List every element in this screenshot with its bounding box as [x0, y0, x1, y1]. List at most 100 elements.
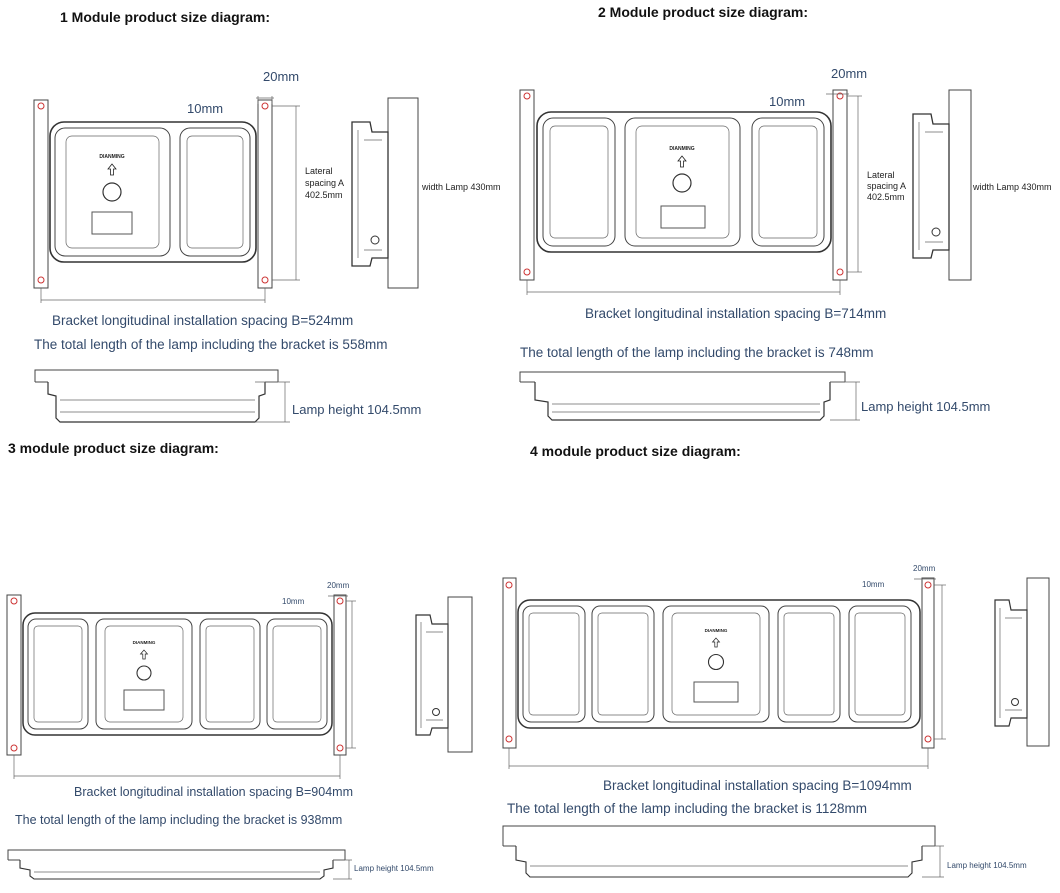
- mount-hole-icon: [523, 92, 531, 100]
- driver-module: [95, 618, 193, 730]
- arrow-up-icon: [677, 155, 687, 168]
- side-bracket: [387, 97, 419, 289]
- lamp-body-profile: [19, 860, 334, 880]
- module-1-section: 1 Module product size diagram: DIANMING: [33, 9, 501, 423]
- mount-hole-icon: [924, 581, 932, 589]
- total-length-label: The total length of the lamp including t…: [507, 801, 867, 816]
- mount-hole-icon: [336, 744, 344, 752]
- connector-icon: [432, 708, 440, 716]
- module-2-title: 2 Module product size diagram:: [598, 4, 808, 20]
- mount-hole-icon: [10, 597, 18, 605]
- lateral-label-line-3: 402.5mm: [305, 190, 343, 200]
- height-label: Lamp height 104.5mm: [354, 864, 434, 873]
- module-1-side-view: width Lamp 430mm: [351, 97, 501, 289]
- left-bracket: [6, 594, 22, 756]
- bracket-spacing-label: Bracket longitudinal installation spacin…: [585, 306, 886, 321]
- side-housing: [415, 614, 449, 736]
- module-1-bottom-view: Lamp height 104.5mm: [34, 369, 421, 423]
- mount-hole-icon: [37, 102, 45, 110]
- mount-hole-icon: [836, 268, 844, 276]
- sensor-icon: [672, 173, 692, 193]
- module-2-section: 2 Module product size diagram: DIANMING: [519, 4, 1052, 421]
- module-2-bottom-view: Lamp height 104.5mm: [519, 371, 990, 421]
- bracket-spacing-label: Bracket longitudinal installation spacin…: [52, 313, 353, 328]
- mount-hole-icon: [261, 276, 269, 284]
- height-label: Lamp height 104.5mm: [292, 402, 421, 417]
- label-plate: [660, 205, 706, 229]
- left-bracket: [502, 577, 517, 749]
- module-1-front-view: DIANMING 20mm 10mm Lateral spacing A 402…: [33, 69, 344, 303]
- width-label: width Lamp 430mm: [421, 182, 501, 192]
- module-4-title: 4 module product size diagram:: [530, 443, 741, 459]
- led-module: [542, 117, 616, 247]
- mount-hole-icon: [505, 581, 513, 589]
- left-bracket: [33, 99, 49, 289]
- width-label: width Lamp 430mm: [972, 182, 1052, 192]
- sensor-icon: [102, 182, 122, 202]
- gap-label: 10mm: [862, 580, 885, 589]
- driver-module: [662, 605, 770, 723]
- brand-logo: DIANMING: [99, 154, 124, 160]
- led-module: [522, 605, 586, 723]
- label-plate: [123, 689, 165, 711]
- module-3-bottom-view: Lamp height 104.5mm: [7, 849, 434, 880]
- side-bracket: [1026, 577, 1050, 747]
- bracket-width-label: 20mm: [327, 581, 350, 590]
- right-bracket: [257, 99, 273, 289]
- mount-hole-icon: [10, 744, 18, 752]
- mount-hole-icon: [37, 276, 45, 284]
- module-2-side-view: width Lamp 430mm: [912, 89, 1052, 281]
- gap-label: 10mm: [769, 94, 805, 109]
- bracket-spacing-label: Bracket longitudinal installation spacin…: [603, 778, 912, 793]
- sensor-icon: [136, 665, 152, 681]
- right-bracket: [832, 89, 848, 281]
- total-length-label: The total length of the lamp including t…: [520, 345, 873, 360]
- brand-logo: DIANMING: [669, 146, 694, 152]
- total-length-label: The total length of the lamp including t…: [15, 813, 342, 827]
- mount-hole-icon: [836, 92, 844, 100]
- led-module: [199, 618, 261, 730]
- height-label: Lamp height 104.5mm: [947, 861, 1027, 870]
- module-3-side-view: [415, 596, 473, 753]
- brand-logo: DIANMING: [133, 640, 156, 645]
- lateral-label-line-1: Lateral: [305, 166, 333, 176]
- left-bracket: [519, 89, 535, 281]
- lateral-label-line-1: Lateral: [867, 170, 895, 180]
- connector-icon: [1011, 698, 1019, 706]
- brand-logo: DIANMING: [705, 628, 728, 633]
- module-1-title: 1 Module product size diagram:: [60, 9, 270, 25]
- led-module: [591, 605, 655, 723]
- module-2-front-view: DIANMING 20mm 10mm Lateral spacing A 402…: [519, 66, 906, 295]
- led-module: [179, 127, 251, 257]
- bracket-width-label: 20mm: [263, 69, 299, 84]
- driver-module: [54, 127, 171, 257]
- mount-hole-icon: [924, 735, 932, 743]
- module-3-section: 3 module product size diagram: DIANMING: [6, 440, 473, 880]
- arrow-up-icon: [139, 649, 149, 660]
- right-bracket: [921, 577, 935, 749]
- led-module: [266, 618, 328, 730]
- height-label: Lamp height 104.5mm: [861, 399, 990, 414]
- led-module: [751, 117, 825, 247]
- sensor-icon: [707, 653, 725, 671]
- led-module: [27, 618, 89, 730]
- lamp-body-profile: [47, 382, 266, 423]
- module-4-section: 4 module product size diagram: DIANMING: [502, 443, 1050, 878]
- module-4-bottom-view: Lamp height 104.5mm: [502, 825, 1027, 878]
- gap-label: 10mm: [282, 597, 305, 606]
- arrow-up-icon: [711, 637, 721, 648]
- right-bracket: [333, 594, 347, 756]
- driver-module: [624, 117, 741, 247]
- bracket-width-label: 20mm: [831, 66, 867, 81]
- side-bracket: [948, 89, 972, 281]
- lateral-label-line-2: spacing A: [867, 181, 906, 191]
- side-housing: [994, 599, 1028, 727]
- side-housing: [912, 113, 950, 259]
- bracket-spacing-label: Bracket longitudinal installation spacin…: [74, 785, 353, 799]
- module-4-front-view: DIANMING 20mm 10mm: [502, 564, 946, 769]
- lateral-label-line-3: 402.5mm: [867, 192, 905, 202]
- total-length-label: The total length of the lamp including t…: [34, 337, 387, 352]
- mount-hole-icon: [336, 597, 344, 605]
- gap-label: 10mm: [187, 101, 223, 116]
